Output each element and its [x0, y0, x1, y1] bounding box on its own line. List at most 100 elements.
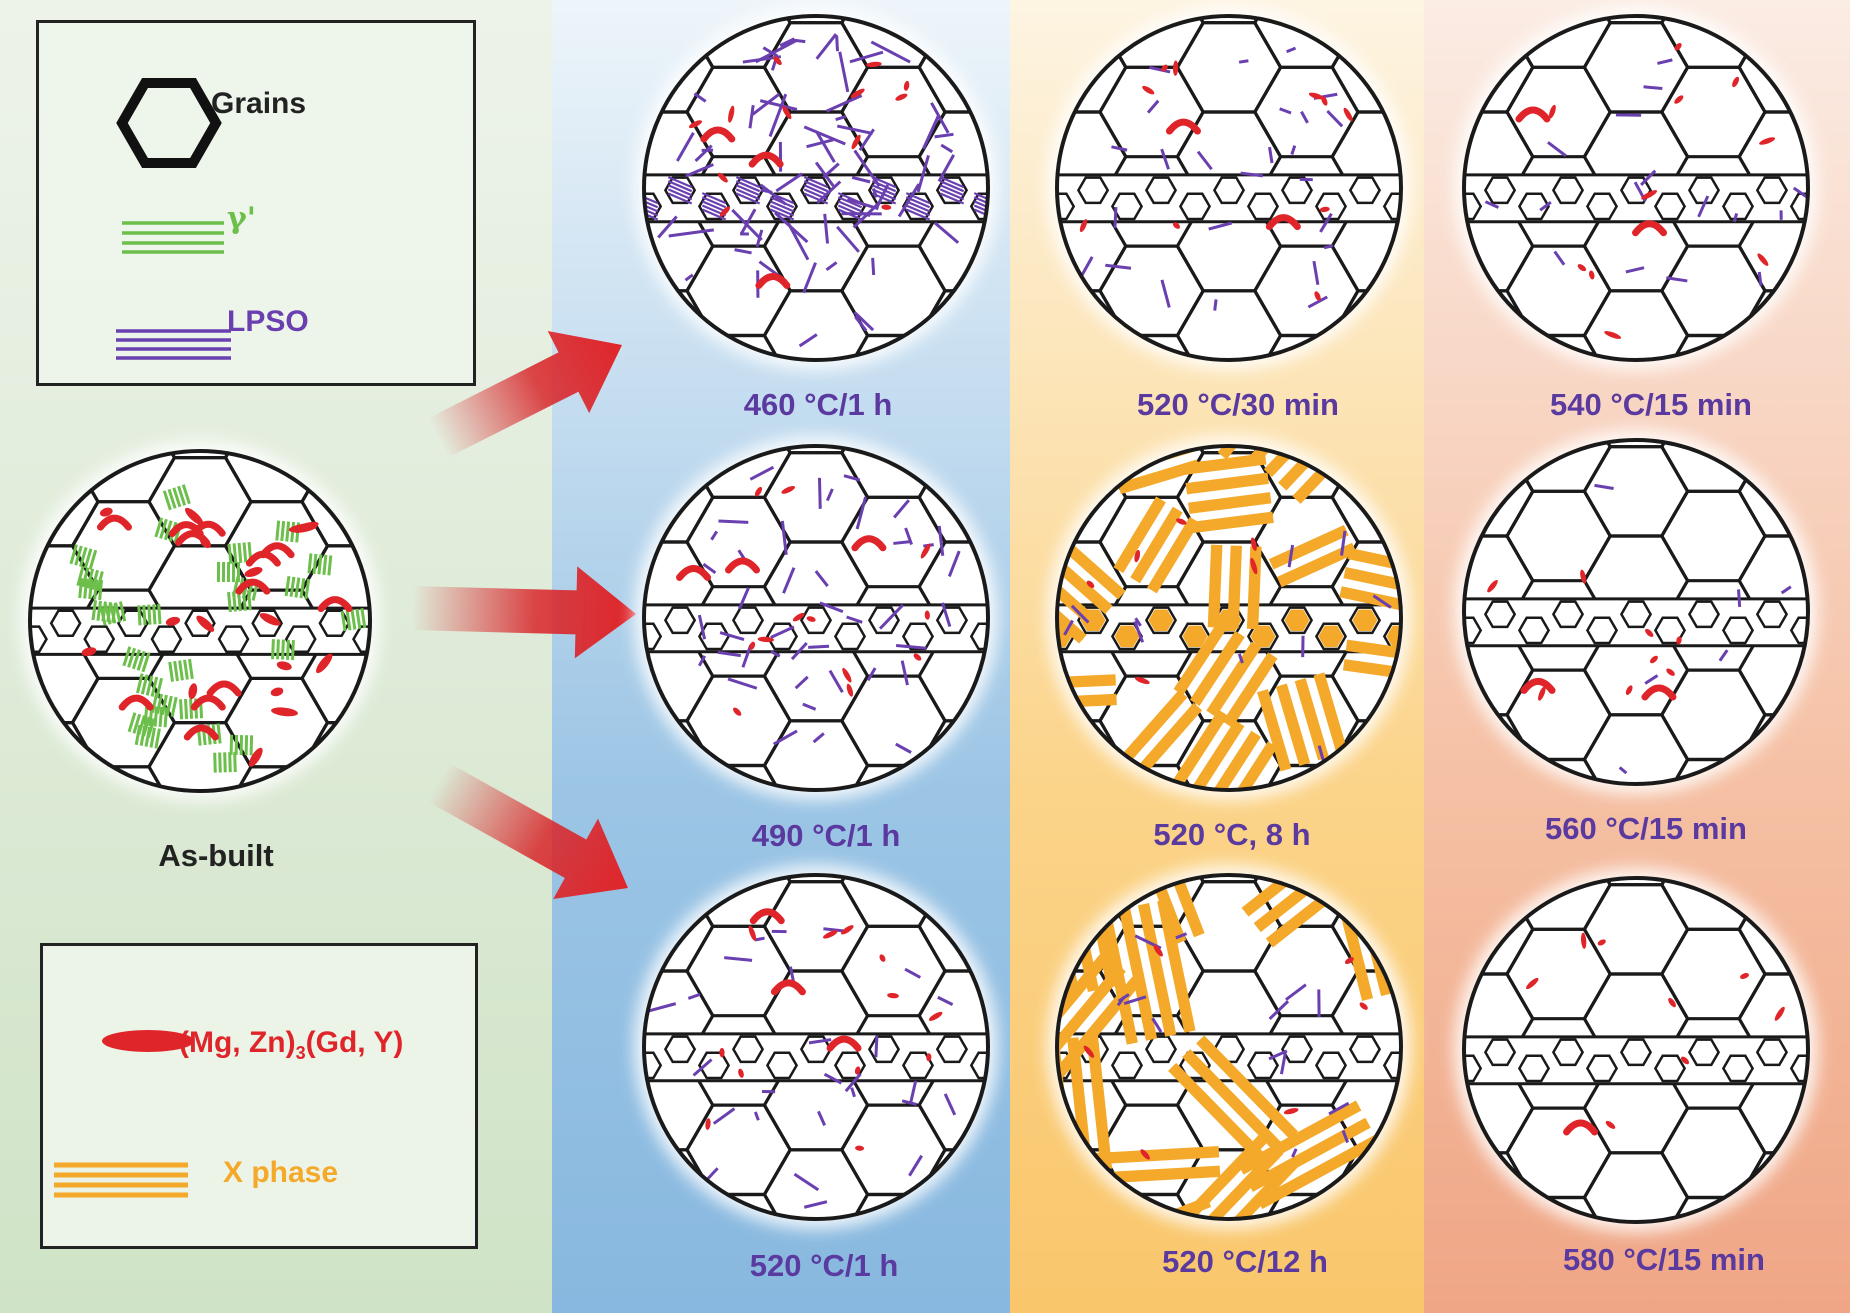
x-phase-plate [1263, 446, 1329, 478]
intermetallic-particle [1668, 997, 1676, 1008]
gamma-prime-cluster [229, 734, 254, 756]
gamma-prime-cluster [137, 603, 162, 626]
intermetallic-particle [846, 683, 854, 697]
legend-bottom-symbols [54, 1030, 194, 1198]
fine-grain-cell [0, 611, 13, 636]
intermetallic-particle [733, 707, 742, 716]
x-phase-plate [1206, 730, 1261, 790]
x-phase-plate [1168, 1132, 1270, 1219]
lpso-lamella [940, 143, 954, 154]
gamma-prime-lamella [271, 639, 275, 660]
caption-580-15min: 580 °C/15 min [1563, 1242, 1765, 1277]
lpso-lamella [854, 315, 868, 332]
band-lpso-hatch [939, 192, 965, 205]
gamma-prime-lamella [136, 673, 144, 694]
lpso-lamella [770, 625, 795, 639]
x-phase-lines-icon [54, 1162, 188, 1198]
intermetallic-particle [316, 653, 333, 674]
gamma-prime-lamella [173, 660, 179, 682]
band-lpso-hatch [735, 184, 761, 197]
intermetallic-particle [1625, 685, 1633, 695]
gamma-prime-lamella [291, 639, 295, 661]
intermetallic-boundary [96, 514, 132, 531]
lpso-lamella [815, 130, 836, 163]
band-lpso-hatch [532, 177, 555, 187]
x-phase-plate [1139, 702, 1203, 773]
intermetallic-particle [188, 683, 198, 700]
intermetallic-particle [806, 616, 816, 622]
lpso-lamella [731, 208, 763, 241]
band-lpso-hatch [396, 177, 419, 187]
legend-top: Grains γ' LPSO [36, 20, 476, 386]
x-phase-plates [1168, 1132, 1298, 1219]
intermetallic-particle [1359, 1002, 1368, 1010]
lpso-lamella [1553, 250, 1566, 266]
lpso-lamella [802, 702, 817, 711]
grain-cell [917, 451, 988, 544]
x-phase-plate [1124, 689, 1188, 760]
gamma-prime-lamella [137, 715, 146, 736]
lpso-lamella [947, 550, 961, 577]
x-phase-plates [1113, 496, 1200, 594]
intermetallic-particle [99, 507, 113, 517]
band-lpso-hatch [600, 177, 623, 187]
band-lpso-hatch [430, 205, 453, 215]
gamma-prime-lamella [136, 650, 146, 671]
lpso-lamella [1208, 221, 1232, 231]
intermetallic-particle [1676, 636, 1682, 645]
band-lpso-hatch [701, 192, 727, 205]
lpso-lamella [718, 519, 749, 524]
lpso-lamella [1372, 594, 1392, 609]
fine-grain-cell [867, 1035, 901, 1064]
intermetallic-particle [781, 485, 796, 494]
lpso-lamella [798, 333, 818, 348]
lpso-lamella [692, 1058, 713, 1077]
fine-grain-cell [1144, 176, 1178, 205]
lpso-lamella [719, 631, 745, 642]
intermetallic-particle [1732, 76, 1740, 88]
x-phase-plate [1183, 453, 1267, 475]
circle-490-1h [634, 436, 998, 800]
lpso-lamella [825, 261, 838, 272]
lpso-lamella [1146, 99, 1160, 114]
intermetallic-particle [271, 707, 298, 717]
lpso-lamella [734, 248, 752, 255]
lpso-lamella [1328, 1101, 1350, 1116]
grain-cell [917, 540, 988, 634]
lpso-lamella [1666, 276, 1688, 283]
lpso-lamella [1307, 295, 1328, 309]
intermetallic-particle [1580, 569, 1587, 584]
grain-cell [917, 969, 988, 1063]
lpso-lamella [843, 474, 861, 482]
lpso-lamella [893, 540, 910, 545]
circle-580-15min-outline [1462, 876, 1810, 1224]
lpso-lamella [817, 477, 822, 509]
lpso-lamella [770, 650, 781, 658]
lpso-lamella [697, 614, 707, 640]
band-lpso-hatch [939, 188, 965, 201]
intermetallic-particle [1526, 977, 1539, 990]
intermetallic-boundary [183, 724, 219, 741]
band-lpso-hatch [939, 180, 965, 193]
fine-grain-cell [1246, 192, 1280, 221]
fine-grain-cell [833, 622, 867, 651]
circle-520-8h [1047, 436, 1411, 800]
intermetallic-particle [782, 105, 792, 120]
lpso-lamella [802, 262, 817, 294]
grain-cell [1737, 21, 1808, 114]
gamma-prime-lamella [177, 485, 187, 506]
grain-cell [1737, 445, 1808, 538]
lpso-lamella [816, 180, 842, 204]
x-phase-plate [1313, 672, 1348, 755]
band-lpso-hatch [532, 189, 555, 199]
band-lpso-hatch [600, 181, 623, 191]
fine-grain-cell [1551, 600, 1585, 629]
lpso-lamella [741, 644, 753, 668]
lpso-lamella [828, 669, 844, 693]
lpso-lamella [1286, 46, 1297, 54]
band-lpso-hatch [430, 193, 453, 203]
band-lpso-hatch [803, 180, 829, 193]
gamma-prime-lamella [93, 579, 99, 600]
lpso-lamella [825, 94, 863, 113]
lpso-lamella [1070, 604, 1090, 624]
